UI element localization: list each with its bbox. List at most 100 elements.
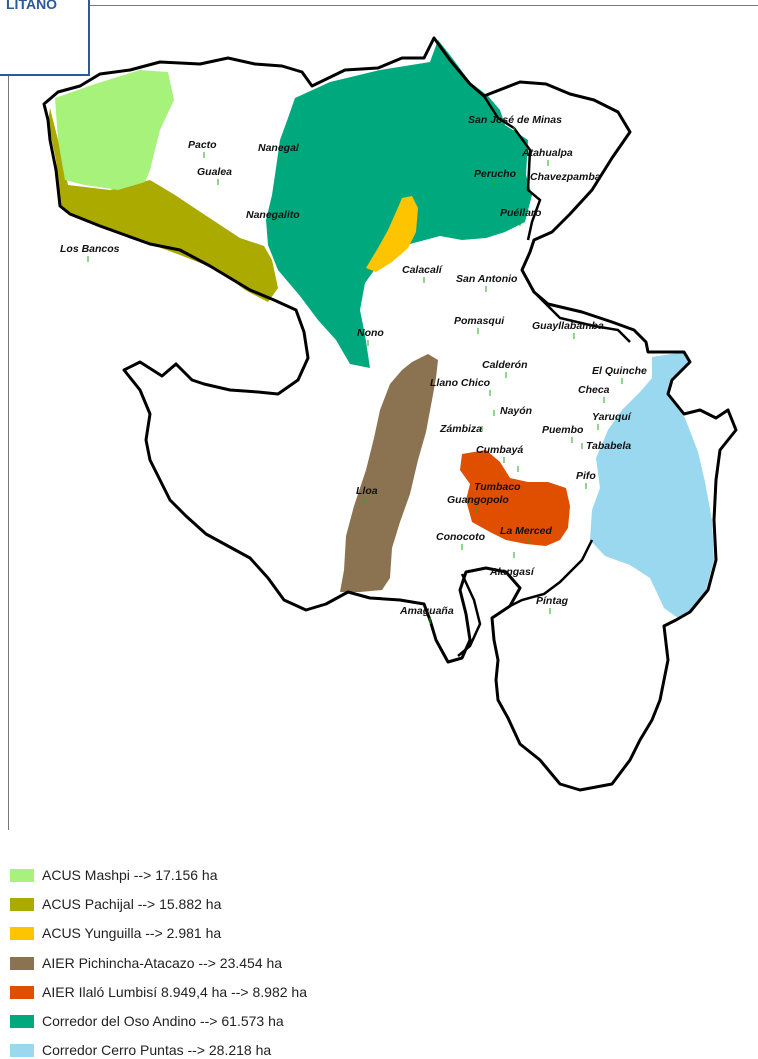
place-yaruqui: Yaruquí [592,411,633,430]
place-atahualpa: Atahualpa [521,147,573,166]
place-label: Píntag [536,595,569,607]
place-label: Pomasqui [454,315,505,327]
place-label: Guangopolo [447,494,509,506]
place-label: Yaruquí [592,411,633,423]
place-la-merced: La Merced [500,525,553,544]
place-pomasqui: Pomasqui [454,315,505,334]
place-label: Calderón [482,359,528,371]
legend-swatch [10,985,34,999]
place-los-bancos: Los Bancos [60,243,120,262]
area-aier-ilalo-lumbisi [460,450,570,546]
place-label: Cumbayá [476,444,523,456]
legend-item-corredor-oso-andino: Corredor del Oso Andino --> 61.573 ha [10,1012,284,1030]
legend-swatch [10,926,34,940]
place-label: Nayón [500,405,532,417]
area-corredor-oso-andino [266,40,532,368]
place-label: Atahualpa [521,147,573,159]
place-checa: Checa [578,384,610,403]
place-label: El Quinche [592,365,647,377]
legend-item-acus-yunguilla: ACUS Yunguilla --> 2.981 ha [10,924,221,942]
place-nanegal: Nanegal [258,142,300,161]
place-label: Tababela [586,440,631,452]
place-label: Chavezpamba [530,171,601,183]
parish-boundary-south-loop [457,573,482,657]
place-label: Lloa [356,485,378,497]
place-pacto: Pacto [188,139,217,158]
legend-label: Corredor del Oso Andino --> 61.573 ha [42,1013,284,1029]
place-label: Llano Chico [430,377,491,389]
place-labels: Pacto Nanegal Gualea Nanegalito Los Banc… [60,114,647,624]
place-label: Gualea [197,166,232,178]
legend-swatch [10,868,34,882]
place-pintag: Píntag [536,595,569,614]
legend-label: ACUS Pachijal --> 15.882 ha [42,896,222,912]
place-san-antonio: San Antonio [456,273,518,292]
place-san-jose-de-minas: San José de Minas [468,114,562,133]
place-lloa: Lloa [356,485,378,504]
place-zambiza: Zámbiza [439,423,483,435]
place-label: Guayllabamba [532,320,604,332]
legend-item-acus-pachijal: ACUS Pachijal --> 15.882 ha [10,895,221,913]
place-label: Los Bancos [60,243,120,255]
place-llano-chico: Llano Chico [430,377,491,396]
legend-label: Corredor Cerro Puntas --> 28.218 ha [42,1042,272,1058]
parish-boundary-north [482,95,542,241]
district-boundary [42,36,738,792]
place-nono: Nono [357,327,384,346]
legend-label: ACUS Mashpi --> 17.156 ha [42,867,218,883]
place-label: Pifo [576,470,596,482]
place-puembo: Puembo [542,424,584,443]
legend-label: AIER Pichincha-Atacazo --> 23.454 ha [42,955,283,971]
area-corredor-cerro-puntas [590,352,714,618]
place-calacali: Calacalí [402,264,444,283]
legend-label: AIER Ilaló Lumbisí 8.949,4 ha --> 8.982 … [42,984,307,1000]
place-label: La Merced [500,525,553,537]
place-guangopolo: Guangopolo [447,494,509,513]
place-perucho: Perucho [474,168,517,187]
place-label: Nanegalito [246,209,300,221]
place-label: Pacto [188,139,217,151]
place-label: Tumbaco [474,481,521,493]
legend-swatch [10,956,34,970]
legend-swatch [10,897,34,911]
place-tababela: Tababela [581,440,631,452]
place-label: Puembo [542,424,584,436]
parish-boundary-east [535,293,631,343]
place-chavezpamba: Chavezpamba [519,171,601,183]
legend-item-acus-mashpi: ACUS Mashpi --> 17.156 ha [10,866,217,884]
place-nayon: Nayón [493,405,532,417]
logo-box: LITANO [0,0,90,76]
place-label: Conocoto [436,531,486,543]
place-label: Zámbiza [439,423,482,435]
legend-item-aier-ilalo-lumbisi: AIER Ilaló Lumbisí 8.949,4 ha --> 8.982 … [10,983,307,1001]
area-acus-mashpi [55,70,174,190]
place-el-quinche: El Quinche [592,365,647,384]
place-label: Checa [578,384,610,396]
place-nanegalito: Nanegalito [246,209,300,228]
place-label: Amaguaña [399,605,454,617]
place-calderon: Calderón [482,359,528,378]
legend-item-aier-pichincha-atacazo: AIER Pichincha-Atacazo --> 23.454 ha [10,954,282,972]
place-puellaro: Puéllaro [500,207,542,226]
place-label: San Antonio [456,273,518,285]
place-label: Nono [357,327,384,339]
place-alangasi: Alangasí [489,552,536,578]
place-label: Calacalí [402,264,444,276]
legend-swatch [10,1043,34,1057]
place-label: Puéllaro [500,207,542,219]
place-label: Perucho [474,168,517,180]
area-acus-yunguilla [366,196,418,272]
district-map: Pacto Nanegal Gualea Nanegalito Los Banc… [42,36,738,792]
area-aier-pichincha-atacazo [340,354,438,592]
place-tumbaco: Tumbaco [474,466,521,493]
legend-label: ACUS Yunguilla --> 2.981 ha [42,925,222,941]
map-frame-top [8,5,758,6]
place-gualea: Gualea [197,166,232,185]
place-cumbaya: Cumbayá [476,444,523,463]
legend-item-corredor-cerro-puntas: Corredor Cerro Puntas --> 28.218 ha [10,1041,271,1059]
logo-text: LITANO [6,0,58,12]
place-guayllabamba: Guayllabamba [532,320,604,339]
place-label: Alangasí [489,566,536,578]
place-label: Nanegal [258,142,300,154]
map-frame-left [8,5,9,830]
